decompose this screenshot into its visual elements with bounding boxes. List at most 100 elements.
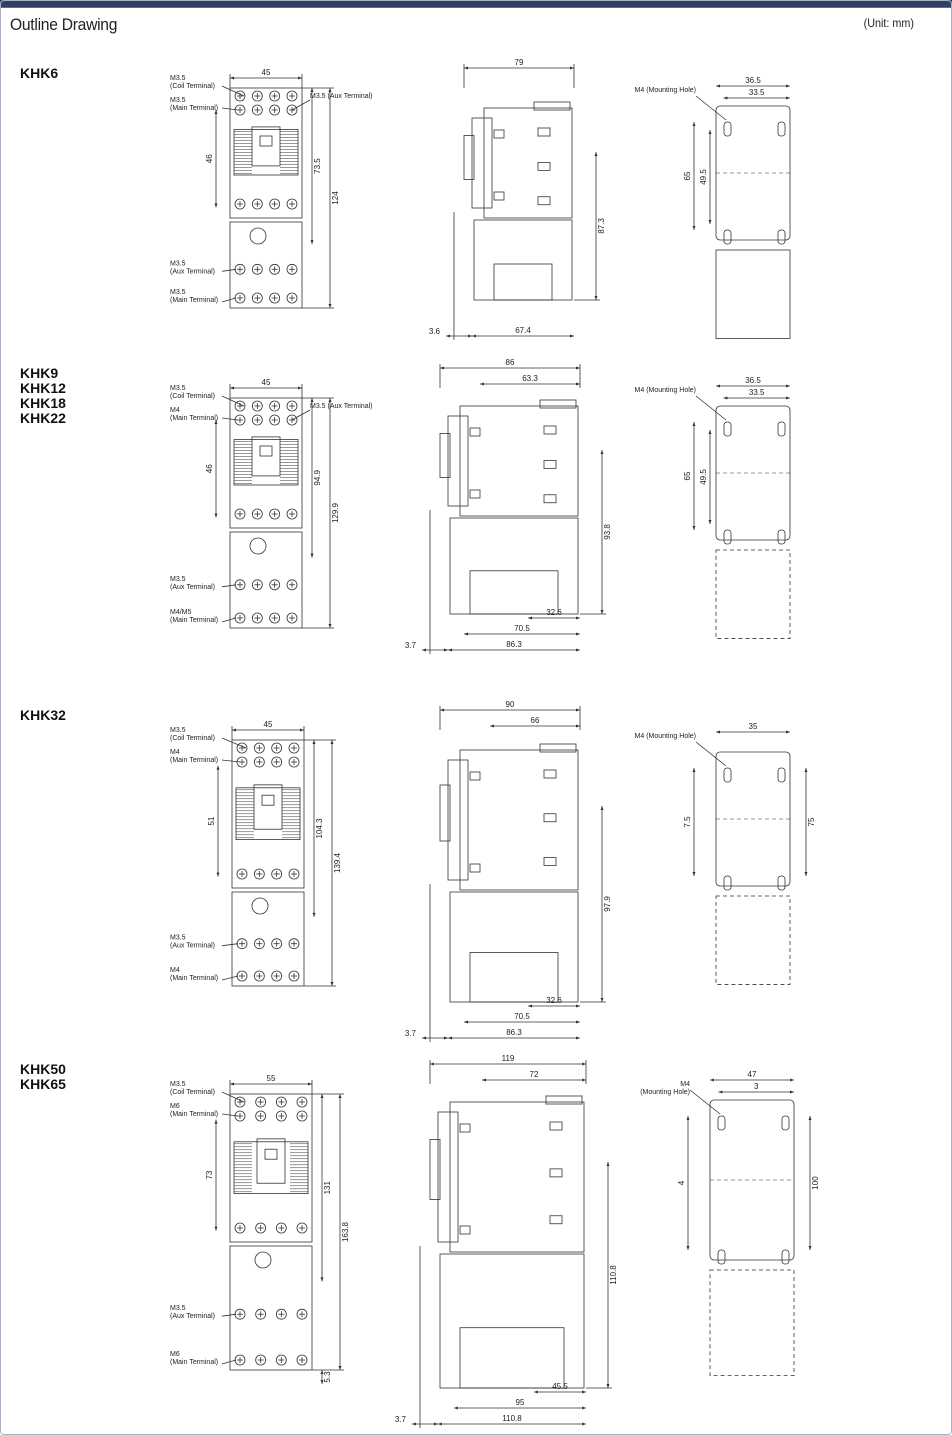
contactor-side (459, 405, 579, 517)
leader-line (291, 409, 311, 421)
coil-terminal (271, 742, 283, 754)
coil-terminal-label: M3.5(Coil Terminal) (170, 385, 215, 400)
dimension-label: 70.5 (514, 1012, 530, 1021)
mounting-hole-label: M4 (Mounting Hole) (635, 87, 696, 94)
mounting-hole (777, 767, 786, 783)
arrowhead (582, 1390, 586, 1394)
dimension-label: 4 (677, 1180, 686, 1185)
arrowhead (686, 1116, 690, 1120)
dimension-label: 70.5 (514, 624, 530, 633)
dimension-label: 66 (531, 716, 540, 725)
mounting-hole (777, 121, 786, 137)
arrowhead (528, 1004, 532, 1008)
mounting-hole (723, 875, 732, 891)
coil-block (437, 1111, 459, 1243)
dimension-label: 73.5 (313, 158, 322, 174)
dimension-label: 65 (683, 471, 692, 480)
arrowhead (448, 1036, 452, 1040)
dimension-label: 3.7 (395, 1415, 407, 1424)
terminal-block (543, 857, 557, 866)
terminal-block (543, 459, 557, 469)
arrowhead (310, 398, 314, 402)
terminal-block (493, 129, 505, 139)
arrowhead (692, 422, 696, 426)
arrowhead (232, 728, 236, 732)
arrowhead (576, 708, 580, 712)
terminal-block (537, 127, 551, 137)
model-label-khk32: KHK32 (20, 707, 66, 723)
dimension-label: 67.4 (515, 326, 531, 335)
arrowhead (310, 240, 314, 245)
actuator (253, 784, 283, 830)
main-terminal-label-bottom: M3.5(Main Terminal) (170, 289, 218, 304)
relay-footprint (715, 895, 791, 985)
terminal-block (543, 494, 557, 504)
main-terminal-lower (251, 508, 263, 520)
aux-terminal-bottom (296, 1308, 308, 1320)
reset-dial (249, 537, 267, 555)
arrowhead (570, 66, 574, 70)
overload-relay (229, 531, 303, 629)
rail-clip (429, 1139, 441, 1200)
arrowhead (786, 396, 790, 400)
main-terminal-lower (288, 868, 300, 880)
arrowhead (576, 616, 580, 620)
dimension-label: 36.5 (745, 76, 761, 85)
main-terminal-lower (275, 1222, 287, 1234)
aux-terminal-bottom (255, 1308, 267, 1320)
dimension-label: 104.3 (315, 818, 324, 839)
dimension-label: 93.8 (603, 524, 612, 540)
arrowhead (422, 1036, 426, 1040)
coil-terminal (255, 1096, 267, 1108)
dimension-label: 3.6 (429, 327, 441, 336)
arrowhead (576, 1020, 580, 1024)
terminal-block (469, 427, 481, 437)
coil-terminal (253, 742, 265, 754)
main-terminal-lower (269, 508, 281, 520)
unit-note: (Unit: mm) (863, 16, 914, 30)
dimension-label: 45 (264, 720, 273, 729)
dimension-label: 163.8 (341, 1221, 350, 1242)
main-terminal-bottom (296, 1354, 308, 1366)
main-terminal-top (269, 104, 281, 116)
aux-terminal-label-bottom: M3.5(Aux Terminal) (170, 576, 215, 591)
arrowhead (214, 513, 218, 518)
dimension-label: 33.5 (749, 88, 765, 97)
coil-terminal-label: M3.5(Coil Terminal) (170, 727, 215, 742)
main-terminal-bottom (286, 292, 298, 304)
arrowhead (606, 1384, 610, 1388)
coil-terminal-label: M3.5(Coil Terminal) (170, 75, 215, 90)
arrowhead (446, 334, 450, 338)
arrowhead (708, 130, 712, 134)
coil-terminal (296, 1096, 308, 1108)
arrowhead (320, 1370, 324, 1374)
arrowhead (582, 1422, 586, 1426)
main-terminal-lower (296, 1222, 308, 1234)
dimension-label: 35 (749, 722, 758, 731)
terminal-block (459, 1225, 471, 1235)
main-terminal-lower (286, 508, 298, 520)
leader-line (221, 107, 239, 111)
arrowhead (328, 88, 332, 92)
dimension-label: 90 (506, 700, 515, 709)
arrowhead (300, 728, 304, 732)
dimension-label: 3 (754, 1082, 759, 1091)
arrowhead (716, 84, 720, 88)
arrowhead (338, 1366, 342, 1370)
overload-relay-side (449, 517, 579, 615)
relay-footprint (715, 249, 791, 339)
arrowhead (692, 872, 696, 876)
arrowhead (576, 366, 580, 370)
arrowhead (308, 1082, 312, 1086)
dimension-label: 72 (530, 1070, 539, 1079)
arrowhead (790, 1078, 794, 1082)
main-terminal-bottom (251, 292, 263, 304)
aux-terminal-label-bottom: M3.5(Aux Terminal) (170, 1305, 215, 1320)
actuator (256, 1138, 286, 1184)
dimension-label: 95 (516, 1398, 525, 1407)
main-terminal-label-bottom: M4/M5(Main Terminal) (170, 609, 218, 624)
main-terminal-top (275, 1110, 287, 1122)
dimension-label: 45.5 (552, 1382, 568, 1391)
mounting-hole (777, 229, 786, 245)
coil-terminal (251, 400, 263, 412)
